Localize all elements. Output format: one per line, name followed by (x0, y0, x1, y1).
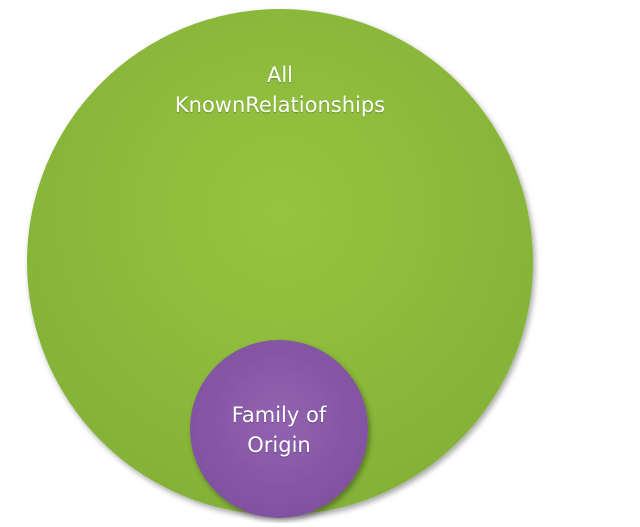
outer-circle-label: All KnownRelationships (130, 60, 430, 120)
outer-label-line-2: KnownRelationships (174, 93, 386, 117)
outer-circle-all-known-relationships (27, 9, 533, 515)
outer-label-line-1: All (266, 63, 294, 87)
inner-label-line-1: Family of (231, 403, 327, 427)
inner-circle-label: Family of Origin (189, 400, 369, 460)
inner-circle-family-of-origin (190, 340, 368, 518)
inner-label-line-2: Origin (247, 433, 311, 457)
